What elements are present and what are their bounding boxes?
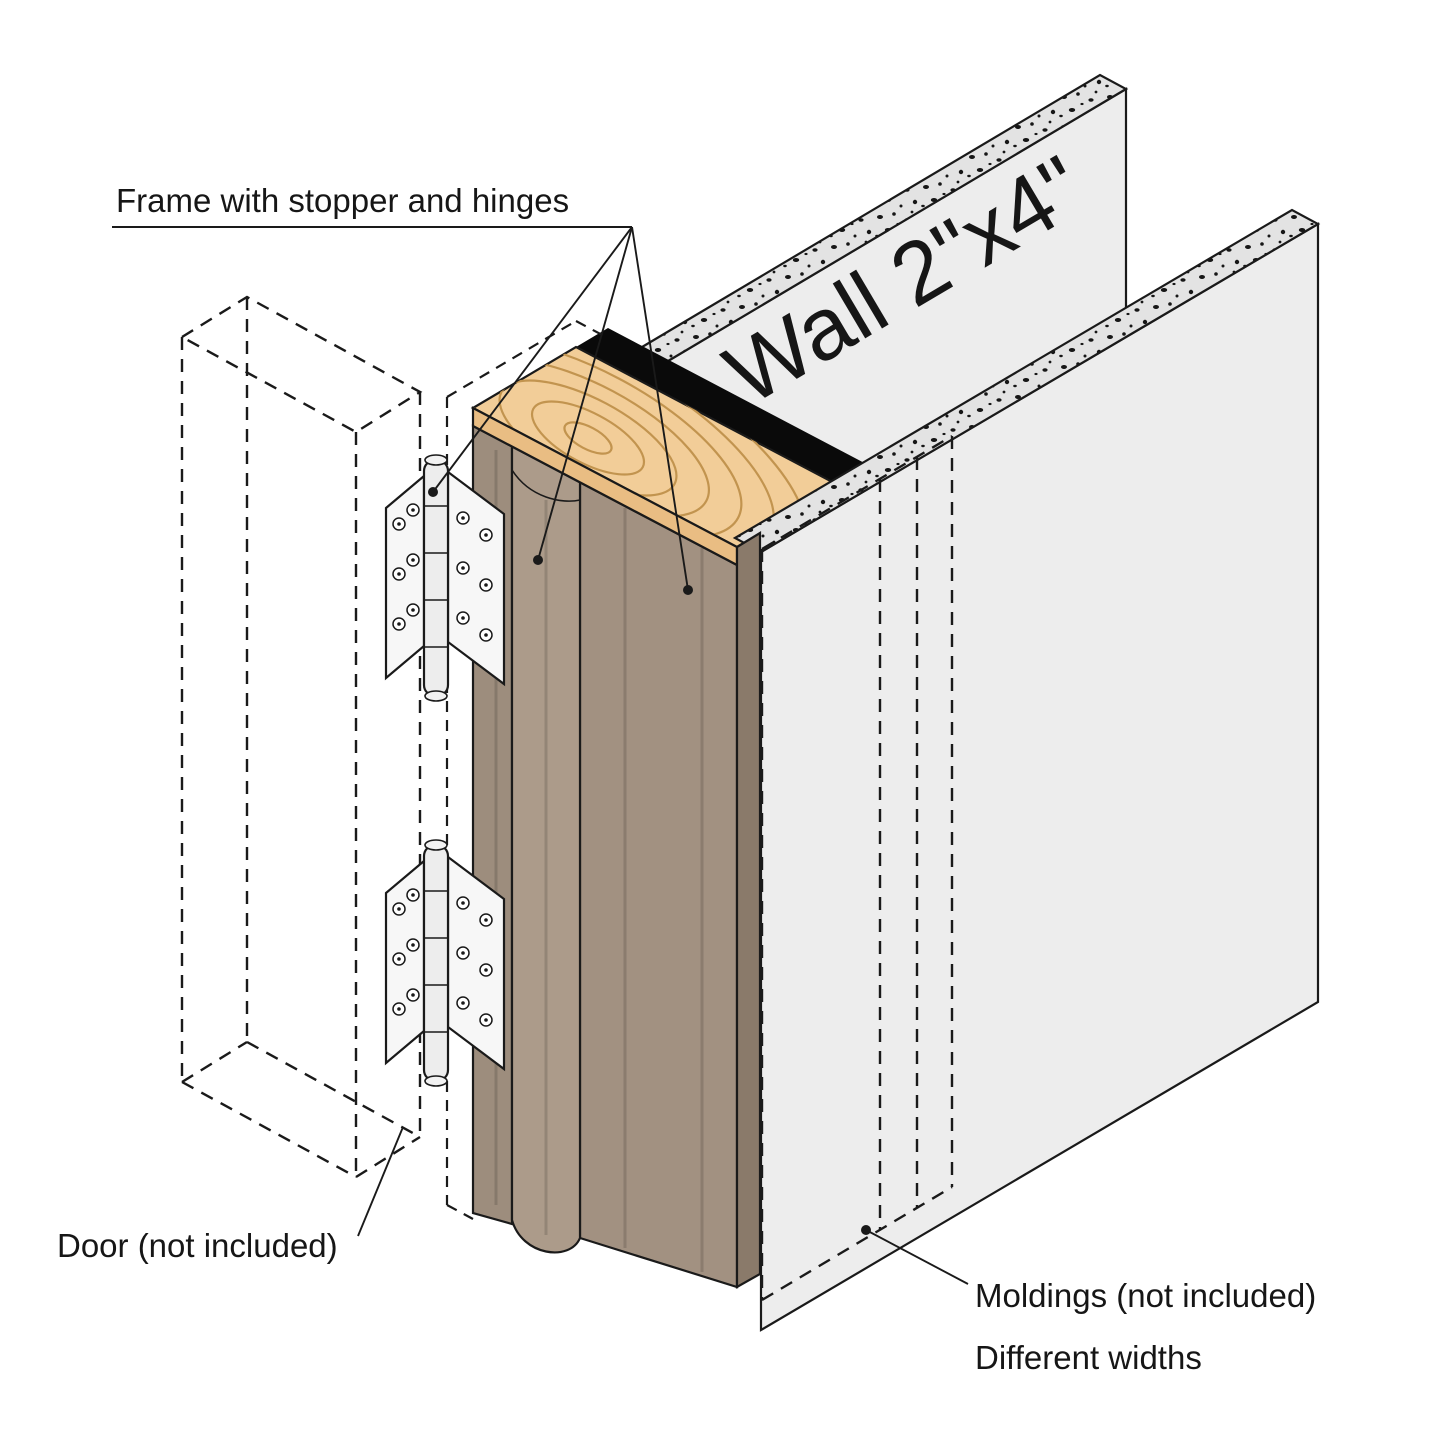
moldings-bottom-edge: [761, 1185, 953, 1302]
frame-stopper-strip: [510, 444, 582, 1254]
widths-label: Different widths: [975, 1339, 1202, 1376]
frame-front-edge: [735, 531, 762, 1289]
callout-dot-molding: [861, 1225, 871, 1235]
moldings-dashed-outline: [760, 434, 954, 1302]
door-label: Door (not included): [57, 1227, 338, 1264]
wall-cavity-gap: [576, 328, 872, 486]
moldings-top-edge: [761, 434, 953, 551]
callout-dot-hinge: [428, 487, 438, 497]
door-top-face: [179, 295, 423, 434]
moldings-label: Moldings (not included): [975, 1277, 1316, 1314]
frame-right-board: [578, 480, 739, 1289]
door-dashed-outline: [179, 295, 423, 1179]
moldings-leader-line: [865, 1229, 969, 1285]
callout-leaders: [112, 226, 969, 1285]
door-leader-line: [357, 1126, 404, 1237]
stopper-top-round-end: [511, 469, 581, 502]
door-frame: [471, 406, 762, 1289]
callout-dot-frame: [683, 585, 693, 595]
callout-dot-stopper: [533, 555, 543, 565]
frame-callout-label: Frame with stopper and hinges: [116, 182, 569, 219]
